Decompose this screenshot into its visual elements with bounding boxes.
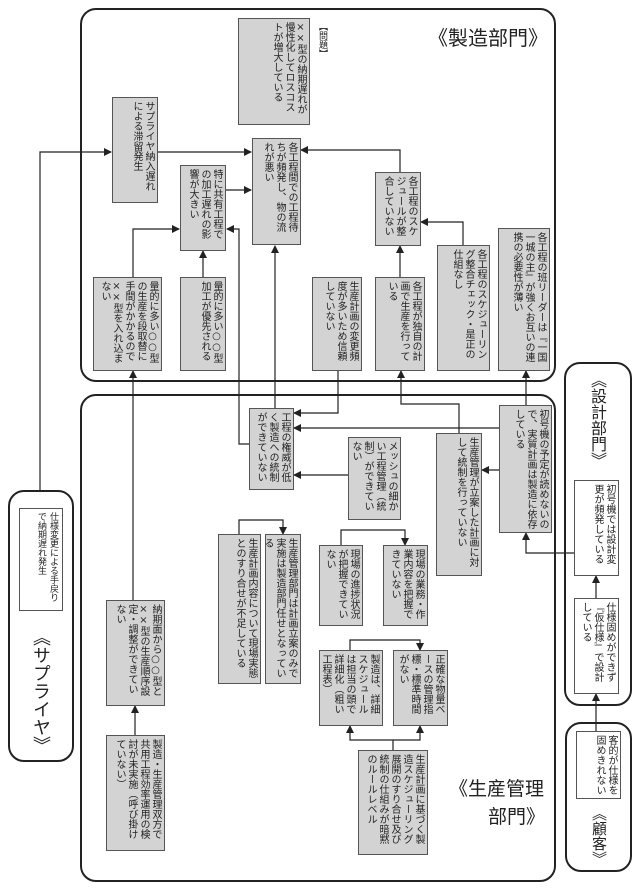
arrow-schedule-to-waittime [300,146,401,172]
planning-only-box: 生産管理部門は計画立案のみで実施は製造部門任せとなっている [262,534,301,684]
mesh-control-box: メッシュの細かい工程管理（統制）ができていない [348,437,401,520]
plan-change-box: 生産計画の変更頻度が多いため信頼していない [312,277,362,371]
changeover-box: 量的に多い○○型の生産を段取替に手間がかかるので××型を入れ込まない [93,277,162,371]
production-control-dept-frame [80,394,556,882]
standards-box: 正確な物量ベースの管理指標・標準時間がない [393,650,448,726]
manufacturing-dept-frame [80,8,556,382]
detail-schedule-box: 製造は、詳細スケジュールは担当の頭で詳細化（粗い工程表） [319,650,383,726]
first-unit-box: 初号機の予定が読めないので、実質計画は製造に依存している [499,405,552,533]
production-control-title-line1: 《生産管理 [449,778,545,800]
no-check-box: 各工程のスケジューリング整合チェック・是正の仕組なし [437,245,490,371]
rules-box: 生産計画に基づく製造スケジューリング展開のすり合せ及び統制の仕組みが暗黙のルール… [358,750,428,855]
arrow-authority-to-shared [226,225,249,445]
arrow-progress-to-mesh [340,529,409,546]
schedule-mismatch-box: 各工程のスケジュールが整合していない [375,172,421,246]
arrow-check-to-schedule [420,218,464,245]
alignment-box: 生産計画内容について現場実態とのすり合せが不足している [218,534,261,684]
arrow-designchange-to-firstunit [522,532,574,554]
arrow-rules-to-standards [393,725,424,741]
production-control-title-line2: 部門》 [488,806,546,828]
manufacturing-dept-title: 《製造部門》 [428,26,548,50]
own-plan-box: 各工程が独自の計画で生産を行っている [375,277,425,371]
customer-spec-box: 客的が仕様を固めきれない [576,731,621,799]
customer-frame [565,722,632,872]
no-control-box: 生産管理が立案した計画に対して統制を行っていない [436,433,482,576]
leaders-box: 各工程の班リーダーは『一国一城の主』が強くお互いの連携の必要性が薄い [498,228,550,371]
progress-box: 現場の進捗状況が把握できていない [319,545,363,626]
arrow-detail-to-work [349,639,424,651]
sequence-box: 納期面から○○型と××型の生産順序設定・調整ができていない [106,600,165,706]
wait-time-box: 各工程間での工程待ちが頻発し、物の流れが悪い [252,138,301,245]
shared-process-box: 特に共有工程での加工遅れの影響が大きい [180,165,226,251]
design-dept-frame [564,362,632,706]
problem-box: ××型の納期遅れが慢性化してロスコストが増大している [238,18,310,125]
arrow-changeover-to-shared [132,225,180,277]
supplier-frame [8,490,74,762]
priority-box: 量的に多い○○型加工が優先される [180,277,226,371]
arrow-supplier-to-delay [39,148,112,490]
arrow-planchange-to-authority [293,370,339,417]
customer-title: 《顧客》 [590,806,608,866]
work-content-box: 現場の業務・作業内容を把握できていない [383,545,428,626]
design-dept-title: 《設計部門》 [588,372,607,468]
arrow-rules-to-detail [346,725,394,750]
production-control-dept-title: 《生産管理 部門》 [448,775,545,831]
arrow-alignment-to-authority [238,519,287,535]
problem-label: 【問題】 [317,22,327,58]
shared-use-box: 製造・生産管理双方で共用工程効率運用の検討が未実施（呼び掛けていない） [106,735,165,851]
arrow-nocontrol-to-ownplan [397,370,460,433]
tentative-spec-box: 仕様固めができず『仮仕様』で設計している [574,598,619,694]
low-authority-box: 工程の権威が低く製造への統制ができていない [249,408,294,490]
spec-change-supplier-box: 仕様変更による手戻りで納期遅れ発生 [19,508,63,611]
supplier-title: 《サプライヤ》 [30,628,51,754]
supplier-delay-box: サプライヤ納入遅れによる滞留発生 [112,97,158,203]
design-change-box: 初号機では設計変更が頻発している [574,480,619,576]
